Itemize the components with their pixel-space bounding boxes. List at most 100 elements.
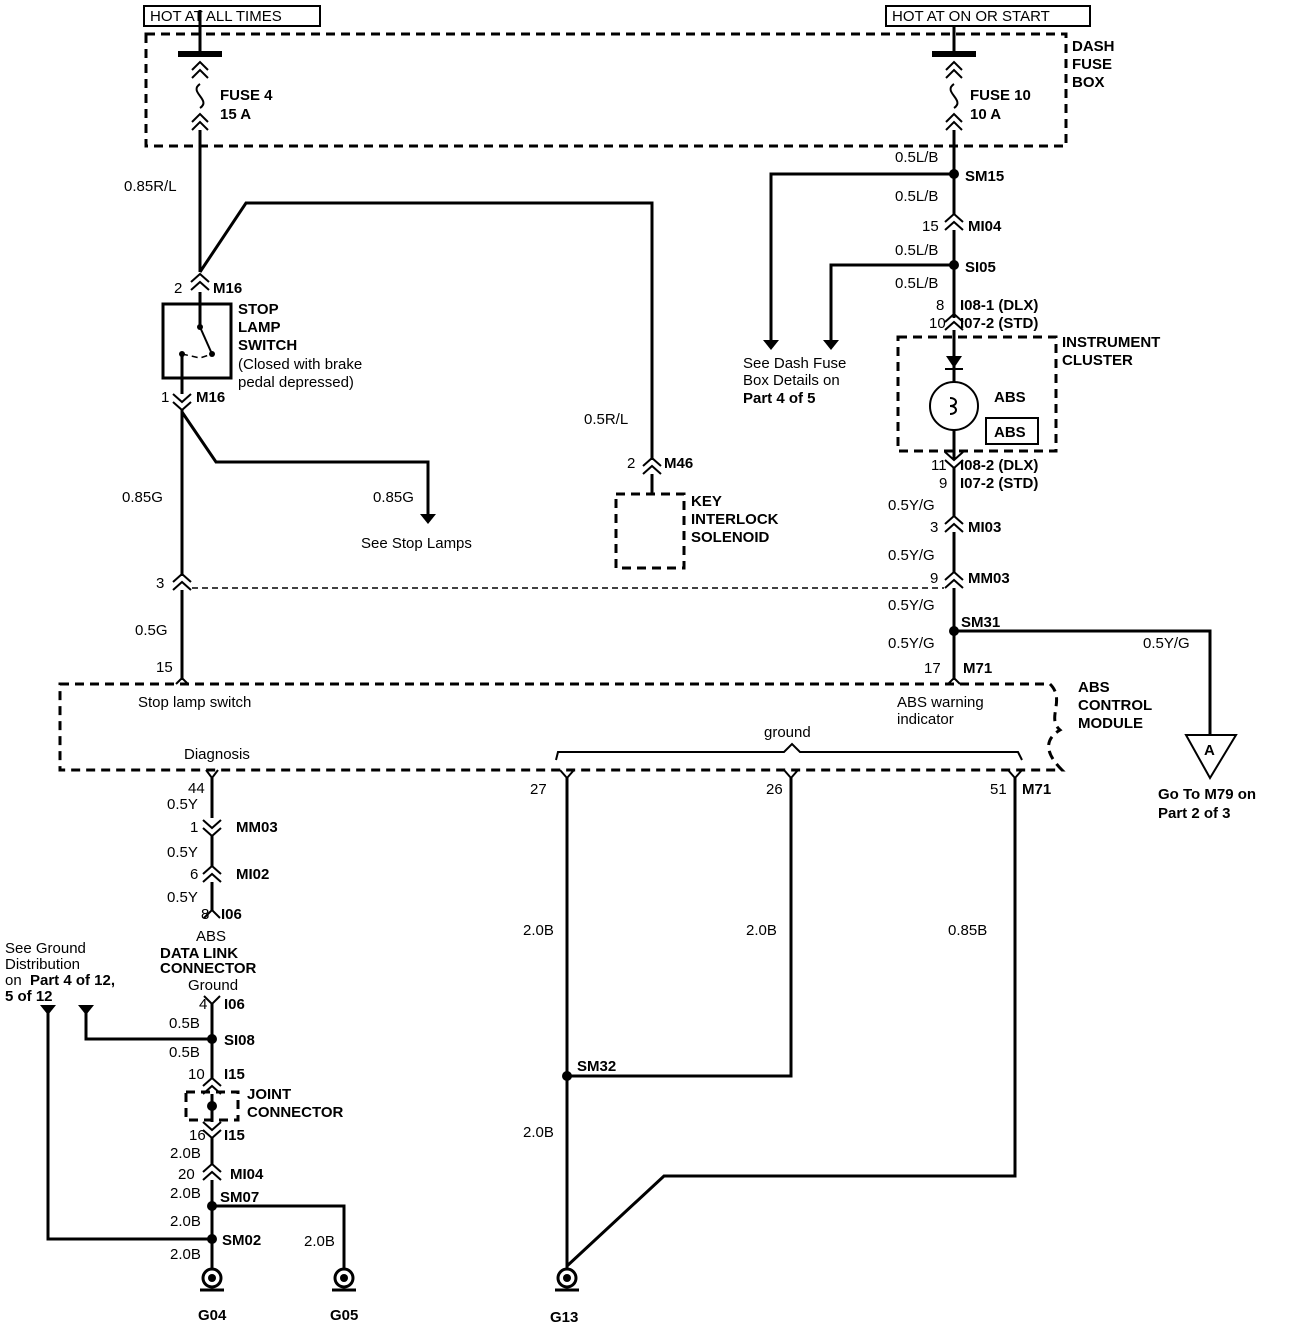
svg-text:HOT AT ON OR START: HOT AT ON OR START: [892, 8, 1050, 25]
wire-27-label: 2.0B: [523, 922, 554, 939]
i15b-pin: 16: [189, 1127, 206, 1144]
wire-si05-branch: [829, 263, 954, 340]
module-ground: ground: [764, 724, 811, 741]
m71-pin: 17: [924, 660, 941, 677]
i15-pin: 10: [188, 1066, 205, 1083]
wire-20b-2: 2.0B: [170, 1185, 201, 1202]
i06b-pin: 4: [199, 996, 207, 1013]
wire-pin51: [565, 778, 1017, 1268]
si05-label: SI05: [965, 259, 996, 276]
sm32-splice: [562, 1071, 572, 1081]
module-abs-warning-2: indicator: [897, 711, 954, 728]
see-dash-arrow-2: [823, 340, 839, 350]
abs-lamp-label: ABS: [994, 389, 1026, 406]
mm03-pin: 9: [930, 570, 938, 587]
g04-label: G04: [198, 1307, 227, 1324]
see-ground-part2: 5 of 12: [5, 988, 53, 1005]
ground-g04-icon: [200, 1267, 224, 1292]
fuse-10-name: FUSE 10: [970, 87, 1031, 104]
m16-top-pin: 2: [174, 280, 182, 297]
wire-w6: 0.5Y/G: [888, 547, 935, 564]
m16-connector-bottom: [172, 393, 192, 412]
m71-label: M71: [963, 660, 992, 677]
mm03-bottom-pin: 1: [190, 819, 198, 836]
ground-g05-icon: [332, 1267, 356, 1292]
see-dash-1: See Dash Fuse: [743, 355, 846, 372]
sm31-label: SM31: [961, 614, 1000, 631]
m46-label: M46: [664, 455, 693, 472]
mi03-label: MI03: [968, 519, 1001, 536]
pin-44: 44: [188, 780, 205, 797]
mi02-pin: 6: [190, 866, 198, 883]
i06-label: I06: [221, 906, 242, 923]
stop-lamp-switch-label-2: LAMP: [238, 319, 281, 336]
wire-20b-1: 2.0B: [170, 1145, 201, 1162]
wire-20b-5: 2.0B: [170, 1246, 201, 1263]
mi04-bottom-pin: 20: [178, 1166, 195, 1183]
g13-label: G13: [550, 1309, 578, 1326]
si08-label: SI08: [224, 1032, 255, 1049]
mi04-bottom-label: MI04: [230, 1166, 264, 1183]
wire-w4: 0.5L/B: [895, 275, 938, 292]
wire-to-stop-lamps: [180, 411, 430, 514]
wire-w8: 0.5Y/G: [888, 635, 935, 652]
wire-sm32-label: 2.0B: [523, 1124, 554, 1141]
sm15-label: SM15: [965, 168, 1004, 185]
i15-connector-bottom: [202, 1121, 222, 1140]
stop-lamp-switch-label-1: STOP: [238, 301, 279, 318]
diode-icon: [946, 356, 962, 368]
ground-ref-arrow-1: [78, 1005, 94, 1015]
wire-si08-branch: [84, 1008, 212, 1041]
fuse-4: FUSE 4 15 A: [178, 10, 273, 131]
hot-at-on-or-start-label: HOT AT ON OR START: [885, 5, 1091, 27]
dlc-label-1: DATA LINK: [160, 945, 238, 962]
m16-bottom-label: M16: [196, 389, 225, 406]
dash-fuse-box-label-3: BOX: [1072, 74, 1105, 91]
i15-label: I15: [224, 1066, 245, 1083]
instrument-cluster: [896, 335, 1058, 453]
see-ground-part: Part 4 of 12,: [30, 972, 115, 989]
dlc-label-2: CONNECTOR: [160, 960, 257, 977]
see-dash-3: Part 4 of 5: [743, 390, 816, 407]
pin-3-connector: [172, 572, 192, 591]
wire-w1: 0.5L/B: [895, 149, 938, 166]
dash-fuse-box-label-1: DASH: [1072, 38, 1115, 55]
i06-pin: 8: [201, 906, 209, 923]
wire-05y-2: 0.5Y: [167, 844, 198, 861]
abs-box-label: ABS: [994, 424, 1026, 441]
module-name-1: ABS: [1078, 679, 1110, 696]
pin-27: 27: [530, 781, 547, 798]
pin-51: 51: [990, 781, 1007, 798]
mi04-connector: [944, 212, 964, 231]
pin-26: 26: [766, 781, 783, 798]
switch-note-1: (Closed with brake: [238, 356, 362, 373]
stop-lamp-switch: [161, 292, 233, 394]
m46-pin: 2: [627, 455, 635, 472]
abs-control-module-outline: [58, 682, 1066, 772]
wire-26-label: 2.0B: [746, 922, 777, 939]
offpage-connector-a: [1184, 734, 1238, 780]
wire-085g-label-a: 0.85G: [122, 489, 163, 506]
wire-w3: 0.5L/B: [895, 242, 938, 259]
cluster-label-1: INSTRUMENT: [1062, 334, 1160, 351]
stop-lamps-arrow: [420, 514, 436, 524]
i07b-label: I07-2 (STD): [960, 475, 1038, 492]
see-dash-arrow-1: [763, 340, 779, 350]
dlc-ground: Ground: [188, 977, 238, 994]
offpage-goto-2: Part 2 of 3: [1158, 805, 1231, 822]
key-interlock-label-3: SOLENOID: [691, 529, 770, 546]
wire-085rl-label: 0.85R/L: [124, 178, 177, 195]
wire-05y-1: 0.5Y: [167, 796, 198, 813]
see-ground-2: Distribution: [5, 956, 80, 973]
fuse-4-name: FUSE 4: [220, 87, 273, 104]
i15b-label: I15: [224, 1127, 245, 1144]
wire-05rl-label: 0.5R/L: [584, 411, 628, 428]
wire-085g-label-b: 0.85G: [373, 489, 414, 506]
joint-label-2: CONNECTOR: [247, 1104, 344, 1121]
i07-label: I07-2 (STD): [960, 315, 1038, 332]
m16-bottom-pin: 1: [161, 389, 169, 406]
wire-20b-g05: 2.0B: [304, 1233, 335, 1250]
offpage-letter: A: [1204, 742, 1215, 759]
svg-text:HOT AT ALL TIMES: HOT AT ALL TIMES: [150, 8, 282, 25]
